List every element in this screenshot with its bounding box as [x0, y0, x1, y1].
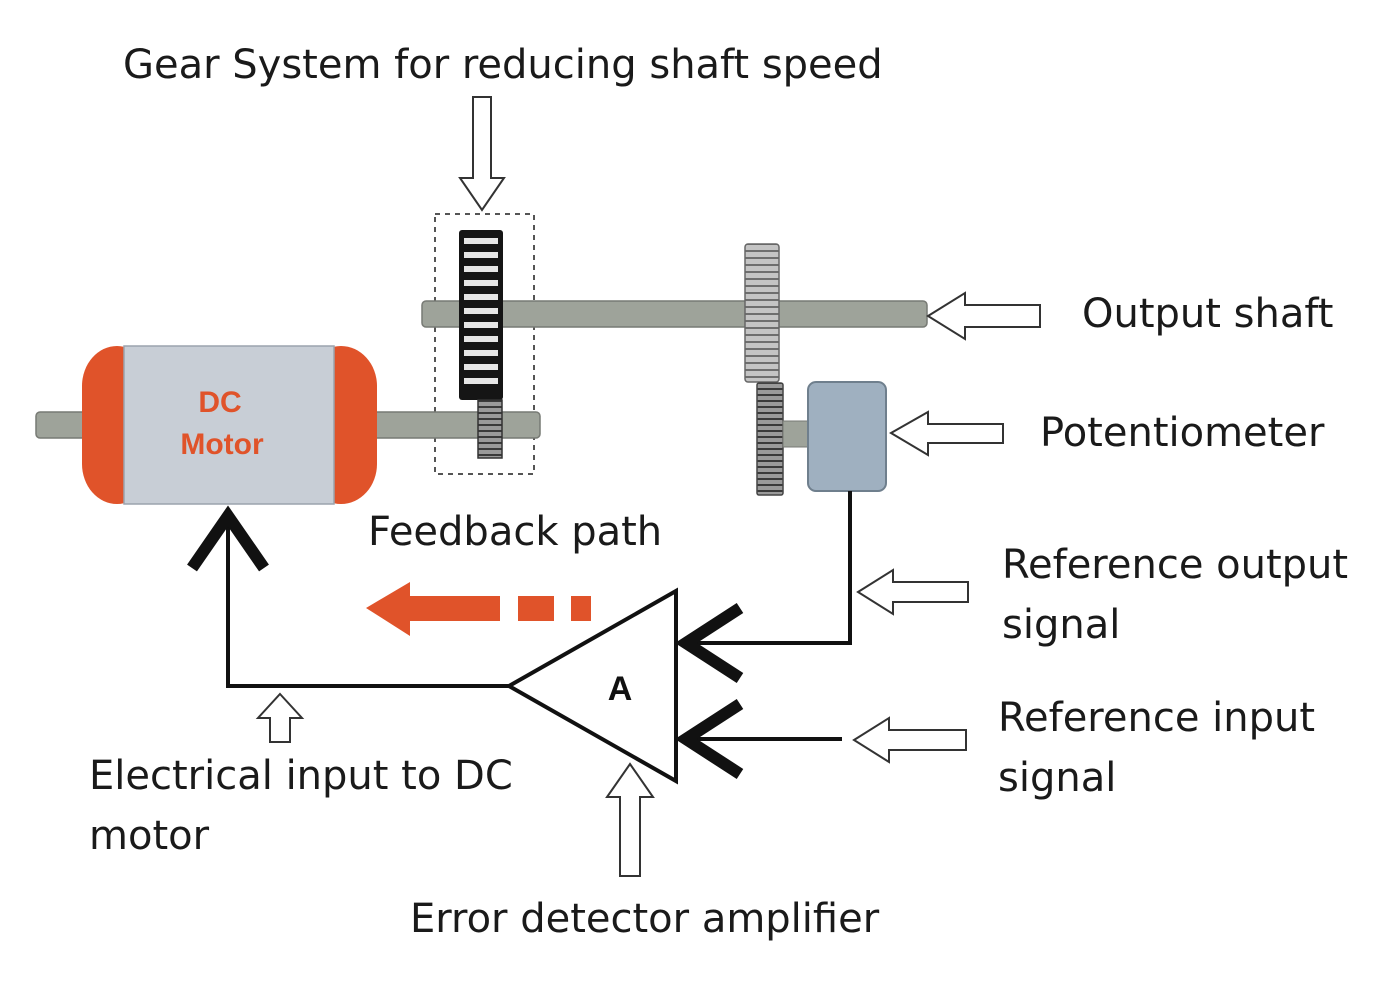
motor-label-line1: DC	[198, 386, 241, 419]
pinion-gear	[477, 399, 503, 459]
error-detector-label: Error detector amplifier	[410, 896, 880, 942]
motor-label-line2: Motor	[180, 428, 264, 461]
electrical-input-label-line1: Electrical input to DC	[89, 753, 513, 799]
gear-pointer-arrow-icon	[458, 96, 506, 212]
motor-body	[123, 345, 335, 505]
pot-shaft	[782, 420, 812, 448]
potentiometer-arrow-icon	[889, 410, 1004, 457]
reference-input-arrow-icon	[852, 716, 967, 764]
gear-system-label: Gear System for reducing shaft speed	[123, 42, 883, 88]
output-shaft-label: Output shaft	[1082, 291, 1333, 337]
potentiometer	[807, 381, 887, 492]
large-gear	[459, 230, 503, 400]
amp-input-chevron-bottom	[674, 698, 744, 780]
feedback-wire	[680, 491, 852, 645]
large-gear-teeth	[464, 238, 498, 384]
electrical-input-arrow-icon	[255, 692, 305, 743]
reference-input-label-line1: Reference input	[998, 695, 1315, 741]
reference-input-label-line2: signal	[998, 755, 1116, 801]
reference-output-label-line2: signal	[1002, 602, 1120, 648]
reference-output-label-line1: Reference output	[1002, 542, 1348, 588]
amplifier-symbol: A	[608, 670, 633, 708]
feedback-path-label: Feedback path	[368, 509, 662, 555]
motor-input-wire	[226, 516, 509, 688]
potentiometer-label: Potentiometer	[1040, 410, 1325, 456]
error-amplifier	[504, 587, 678, 785]
output-shaft-arrow-icon	[926, 291, 1041, 341]
reference-output-arrow-icon	[856, 568, 969, 616]
electrical-input-label-line2: motor	[89, 813, 210, 859]
feedback-arrow-icon	[366, 582, 591, 636]
motor-input-chevron	[187, 505, 269, 572]
output-gear	[744, 243, 780, 383]
amp-input-chevron-top	[674, 602, 744, 684]
pot-gear	[756, 382, 784, 496]
output-shaft	[421, 300, 928, 328]
error-detector-arrow-icon	[605, 762, 655, 877]
